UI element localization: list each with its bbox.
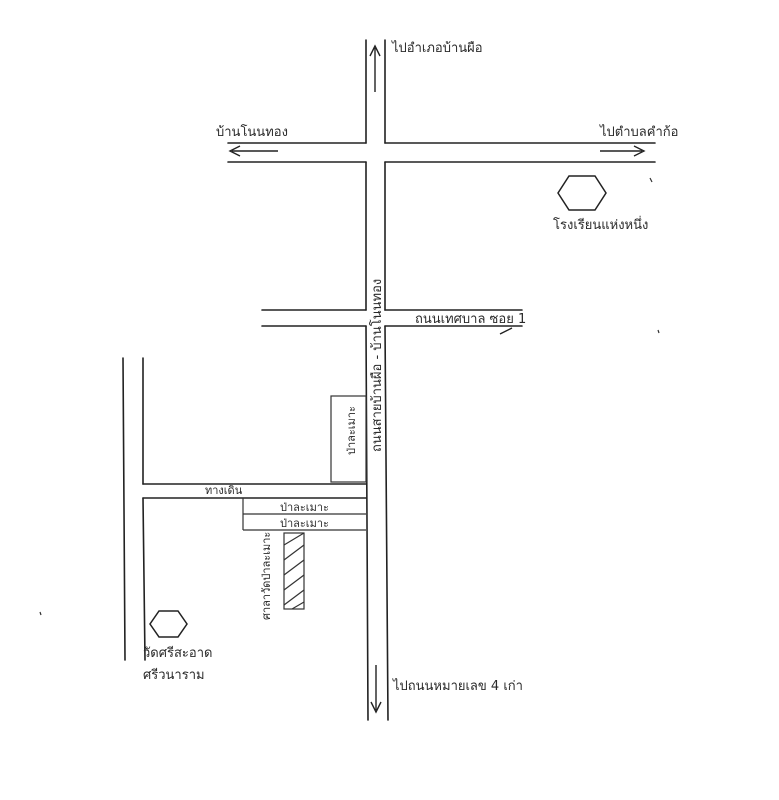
south-arrow-icon xyxy=(370,665,382,714)
east-arrow-icon xyxy=(600,145,646,157)
left-road xyxy=(122,357,367,661)
top-road xyxy=(227,142,656,163)
label-forest-strip-1: ป่าละเมาะ xyxy=(280,501,329,514)
main-road xyxy=(365,39,389,721)
temple-marker-icon xyxy=(149,610,188,638)
forest-strips xyxy=(242,498,366,531)
label-forest-block: ป่าละเมาะ xyxy=(345,406,358,455)
scan-marks xyxy=(39,177,660,616)
label-south: ไปถนนหมายเลข 4 เก่า xyxy=(392,678,523,694)
west-arrow-icon xyxy=(228,145,278,157)
label-temple-1: วัดศรีสะอาด xyxy=(143,645,212,661)
label-north: ไปอำเภอบ้านผือ xyxy=(391,40,483,56)
label-cross-road: ถนนเทศบาล ซอย 1 xyxy=(415,312,526,327)
hatched-building xyxy=(283,532,305,610)
label-forest-strip-2: ป่าละเมาะ xyxy=(280,517,329,530)
label-west: บ้านโนนทอง xyxy=(216,124,288,140)
label-main-road: ถนนสายบ้านผือ - บ้านโนนทอง xyxy=(369,279,385,452)
label-school: โรงเรียนแห่งหนึ่ง xyxy=(553,216,648,233)
cross-road-arrow-icon xyxy=(499,327,513,335)
label-east: ไปตำบลคำก้อ xyxy=(599,124,678,140)
label-west-road: ทางเดิน xyxy=(205,484,243,497)
school-marker-icon xyxy=(557,175,607,211)
cross-road xyxy=(261,309,523,327)
label-temple-2: ศรีวนาราม xyxy=(143,667,205,683)
north-arrow-icon xyxy=(369,44,381,92)
forest-block xyxy=(330,395,367,483)
label-building: ศาลาวัดป่าละเมาะ xyxy=(260,532,273,620)
